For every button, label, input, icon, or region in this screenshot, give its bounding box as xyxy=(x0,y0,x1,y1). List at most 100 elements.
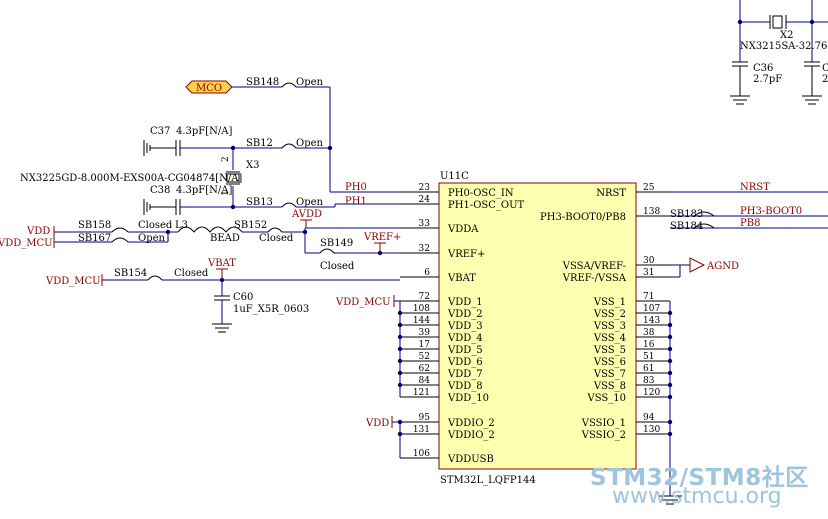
svg-text:62: 62 xyxy=(419,364,430,374)
svg-text:VDDIO_2: VDDIO_2 xyxy=(447,418,495,429)
c60-symbol xyxy=(212,295,232,333)
sb148-state: Open xyxy=(296,77,324,88)
l3-bead-symbol xyxy=(177,226,243,233)
svg-text:VREF+: VREF+ xyxy=(447,249,485,260)
net-nrst: NRST xyxy=(740,182,770,193)
svg-text:VDD_6: VDD_6 xyxy=(447,357,483,368)
svg-text:VDD_5: VDD_5 xyxy=(447,345,483,356)
c36-ref: C36 xyxy=(753,63,773,74)
svg-text:6: 6 xyxy=(424,268,430,278)
l3-value: BEAD xyxy=(210,233,240,244)
svg-text:VDDUSB: VDDUSB xyxy=(447,454,494,465)
net-vdd-b: VDD xyxy=(365,418,389,429)
c-edge-symbol xyxy=(802,61,822,105)
c36-value: 2.7pF xyxy=(753,74,782,85)
net-vdd-mcu-c: VDD_MCU xyxy=(335,297,391,308)
svg-text:24: 24 xyxy=(419,195,431,205)
svg-text:VDD_3: VDD_3 xyxy=(447,321,483,332)
sb148-ref: SB148 xyxy=(246,77,279,88)
c60-value: 1uF_X5R_0603 xyxy=(233,304,309,315)
sb154-symbol xyxy=(147,275,163,281)
sb13-ref: SB13 xyxy=(246,197,273,208)
x2-crystal-symbol xyxy=(769,15,787,29)
svg-text:VDD_7: VDD_7 xyxy=(447,369,483,380)
sb154-state: Closed xyxy=(174,268,209,279)
svg-text:VSS_5: VSS_5 xyxy=(593,345,626,356)
svg-text:120: 120 xyxy=(643,388,660,398)
sb12-state: Open xyxy=(296,138,324,149)
c37-symbol xyxy=(143,140,181,156)
x3-part: NX3225GD-8.000M-EXS00A-CG04874[N/A] xyxy=(20,173,242,184)
x2-part: NX3215SA-32.768K xyxy=(740,41,828,52)
c38-ref: C38 xyxy=(150,185,170,196)
svg-text:PH1-OSC_OUT: PH1-OSC_OUT xyxy=(448,200,525,211)
ic-left-pin-names: PH0-OSC_IN PH1-OSC_OUT VDDA VREF+ VBAT V… xyxy=(447,188,525,465)
svg-text:VDD_2: VDD_2 xyxy=(447,309,483,320)
svg-text:61: 61 xyxy=(643,364,654,374)
mco-wires xyxy=(232,86,400,193)
sb152-ref: SB152 xyxy=(234,220,267,231)
sb184-symbol xyxy=(693,223,715,229)
vdd-bus-junctions xyxy=(397,310,403,388)
sb149-symbol xyxy=(319,248,335,254)
svg-text:95: 95 xyxy=(419,413,431,423)
net-pb8: PB8 xyxy=(740,218,760,229)
watermark-title: STM32/STM8社区 xyxy=(590,465,809,491)
svg-text:VDD_1: VDD_1 xyxy=(447,297,483,308)
c37-ref: C37 xyxy=(150,126,170,137)
svg-text:84: 84 xyxy=(419,376,431,386)
net-vdd-a: VDD xyxy=(26,226,50,237)
ic-right-pin-names: NRST PH3-BOOT0/PB8 VSSA/VREF- VREF-/VSSA… xyxy=(540,188,627,441)
svg-text:VSS_3: VSS_3 xyxy=(593,321,626,332)
net-vref: VREF+ xyxy=(363,232,401,243)
vbat-wires xyxy=(102,279,400,324)
svg-text:PH0-OSC_IN: PH0-OSC_IN xyxy=(448,188,514,199)
sb152-symbol xyxy=(267,227,283,233)
x3-pin2: 2 xyxy=(221,156,231,162)
svg-text:72: 72 xyxy=(419,292,430,302)
svg-text:31: 31 xyxy=(643,268,654,278)
ic-left-pin-numbers: 23 24 33 32 6 72 108 144 39 17 52 62 84 … xyxy=(413,183,430,459)
sb158-symbol xyxy=(111,227,129,233)
net-vdd-mcu-b: VDD_MCU xyxy=(45,276,101,287)
svg-text:VSS_2: VSS_2 xyxy=(593,309,626,320)
c36-symbol xyxy=(730,61,750,105)
c38-value: 4.3pF[N/A] xyxy=(176,185,232,196)
svg-text:108: 108 xyxy=(413,304,430,314)
x3-pin1: 1 xyxy=(221,190,231,196)
svg-text:VSS_6: VSS_6 xyxy=(593,357,626,368)
l3-ref: L3 xyxy=(175,220,188,231)
vss-junctions xyxy=(667,310,673,437)
sb149-ref: SB149 xyxy=(320,238,353,249)
svg-text:VDD_8: VDD_8 xyxy=(447,381,483,392)
sb158-ref: SB158 xyxy=(78,220,111,231)
ic-part: STM32L_LQFP144 xyxy=(440,475,536,486)
net-agnd: AGND xyxy=(706,261,739,272)
svg-text:130: 130 xyxy=(643,425,660,435)
svg-text:VDD_4: VDD_4 xyxy=(447,333,483,344)
svg-text:25: 25 xyxy=(643,183,655,193)
net-boot0: PH3-BOOT0 xyxy=(740,206,802,217)
ic-right-pin-numbers: 25 138 30 31 71 107 143 38 16 51 61 83 1… xyxy=(643,183,660,435)
svg-text:VSSA/VREF-: VSSA/VREF- xyxy=(562,261,626,272)
c38-symbol xyxy=(143,199,181,215)
svg-text:52: 52 xyxy=(419,352,430,362)
svg-text:39: 39 xyxy=(419,328,431,338)
svg-text:16: 16 xyxy=(643,340,655,350)
sb13-symbol xyxy=(281,202,297,208)
sb152-state: Closed xyxy=(259,233,294,244)
svg-text:143: 143 xyxy=(643,316,660,326)
c60-ref: C60 xyxy=(233,292,253,303)
vdda-wires xyxy=(54,227,400,254)
svg-text:VDDA: VDDA xyxy=(447,224,479,235)
sb167-state: Open xyxy=(138,233,166,244)
svg-text:121: 121 xyxy=(413,388,430,398)
svg-text:VSS_8: VSS_8 xyxy=(593,381,626,392)
svg-text:107: 107 xyxy=(643,304,660,314)
net-ph0: PH0 xyxy=(345,182,367,193)
ic-left-pin-stubs xyxy=(400,191,439,459)
sb13-state: Open xyxy=(296,197,324,208)
x2-wires xyxy=(739,0,828,62)
sb149-state: Closed xyxy=(320,261,355,272)
